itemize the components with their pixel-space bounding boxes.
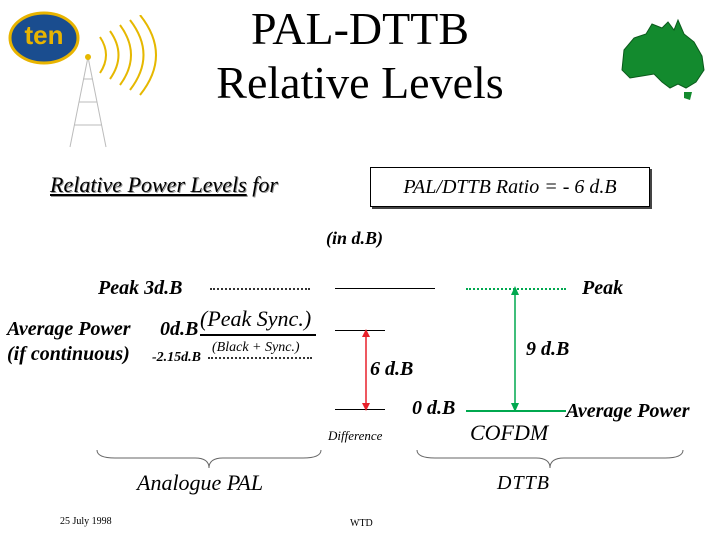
diff-bottom-line: [335, 409, 385, 410]
dttb-ratio-value: 9 d.B: [526, 338, 570, 360]
tower-icon: [60, 14, 190, 150]
diff-value: 6 d.B: [370, 358, 414, 380]
page-title: PAL-DTTB Relative Levels: [160, 2, 560, 110]
dttb-section-label: DTTB: [497, 472, 550, 494]
pal-avg-line: [200, 334, 316, 336]
pal-avg-value: 0d.B: [160, 318, 199, 340]
diff-mid-line: [335, 330, 385, 331]
diff-zero: 0 d.B: [412, 397, 456, 419]
units-label: (in d.B): [326, 228, 384, 248]
dttb-cofdm: COFDM: [470, 420, 549, 445]
pal-peak-line: [210, 288, 310, 290]
dttb-avg-line: [466, 410, 566, 412]
heading-underlined: Relative Power Levels: [50, 172, 247, 197]
ratio-text: PAL/DTTB Ratio = - 6 d.B: [403, 176, 617, 198]
pal-avg-label: Average Power: [7, 318, 131, 340]
dttb-peak-label: Peak: [582, 277, 624, 299]
title-line-1: PAL-DTTB: [250, 3, 470, 54]
diff-label: Difference: [328, 428, 383, 443]
dttb-brace: [415, 448, 685, 470]
australia-map-icon: [612, 12, 712, 102]
pal-black-line: [208, 357, 312, 359]
footer-date: 25 July 1998: [60, 516, 112, 527]
logo-text: ten: [24, 20, 64, 50]
pal-black-value: -2.15d.B: [152, 350, 201, 365]
pal-peak-sync: (Peak Sync.): [200, 306, 312, 331]
ten-logo: ten: [6, 10, 86, 70]
footer-author: WTD: [350, 518, 373, 529]
heading-label: Relative Power Levels for: [50, 172, 278, 198]
pal-black-sync: (Black + Sync.): [212, 340, 300, 355]
pal-if-continuous: (if continuous): [7, 343, 130, 365]
pal-brace: [95, 448, 323, 470]
pal-peak-label: Peak 3d.B: [98, 277, 183, 299]
dttb-green-arrow: [505, 286, 525, 412]
dttb-avg-label: Average Power: [566, 400, 690, 422]
diff-red-arrow: [356, 329, 376, 411]
heading-for: for: [252, 172, 278, 197]
ratio-box: PAL/DTTB Ratio = - 6 d.B: [370, 167, 650, 207]
diff-top-line: [335, 288, 435, 289]
pal-section-label: Analogue PAL: [137, 470, 264, 495]
title-line-2: Relative Levels: [216, 57, 504, 108]
